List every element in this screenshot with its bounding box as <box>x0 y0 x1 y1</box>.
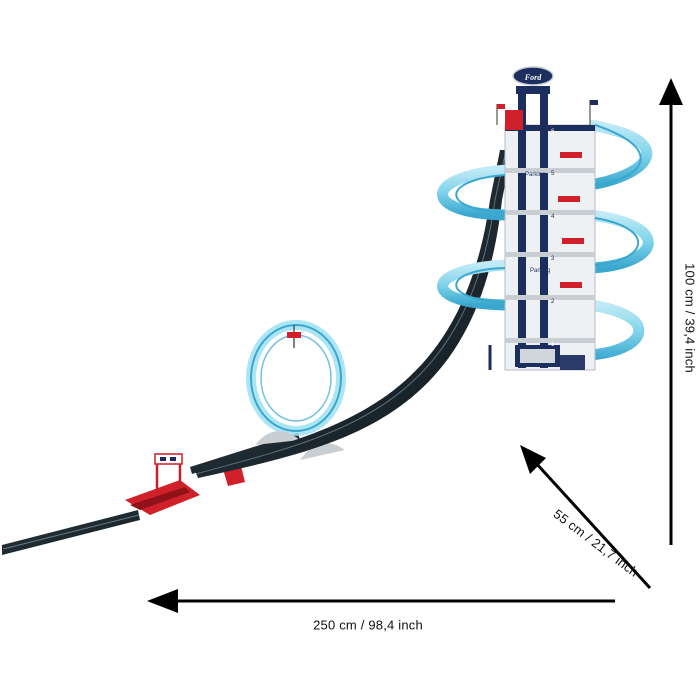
ford-logo-text: Ford <box>524 73 542 82</box>
height-dimension-label: 100 cm / 39,4 inch <box>682 263 698 373</box>
parking-tower <box>488 66 598 371</box>
level-number-4: 4 <box>551 214 555 220</box>
approach-track <box>2 510 140 555</box>
level-number-6: 6 <box>551 129 555 135</box>
garage-signage: Ford Parking Parking 6 5 4 3 2 1 <box>524 73 555 348</box>
ford-logo-icon <box>512 66 554 86</box>
width-dimension-label: 250 cm / 98,4 inch <box>313 617 423 633</box>
climbing-ramp <box>195 149 512 478</box>
spiral-ramps-front <box>455 124 642 303</box>
height-arrow <box>659 78 683 545</box>
parking-sign-lower: Parking <box>530 268 550 274</box>
parking-sign-upper: Parking <box>525 172 545 178</box>
start-gate <box>125 453 200 515</box>
width-arrow <box>147 589 615 613</box>
level-number-3: 3 <box>551 256 555 262</box>
level-number-5: 5 <box>551 171 555 177</box>
level-number-1: 1 <box>551 342 555 348</box>
spiral-ramps <box>437 119 654 366</box>
depth-arrow <box>520 445 652 590</box>
loop-section <box>246 320 346 460</box>
level-number-2: 2 <box>551 299 555 305</box>
